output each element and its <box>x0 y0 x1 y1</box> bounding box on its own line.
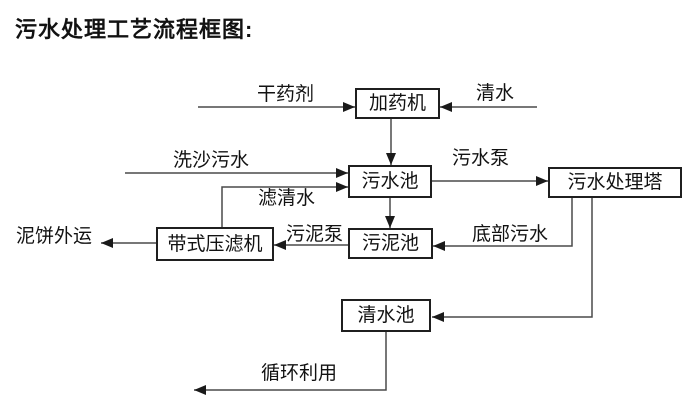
label-filtered-water: 滤清水 <box>258 188 316 209</box>
arrow-filtered-water-to-sewage-pool <box>221 182 348 227</box>
node-clean-water-pool: 清水池 <box>341 299 431 332</box>
label-recycle-use: 循环利用 <box>261 363 338 384</box>
node-sludge-pool: 污泥池 <box>348 228 433 259</box>
arrow-bottom-sewage-to-sludge-pool <box>433 198 573 251</box>
label-mud-cake-out: 泥饼外运 <box>16 226 93 247</box>
arrow-treatment-tower-to-clean-water-pool <box>432 198 593 322</box>
page-title: 污水处理工艺流程框图: <box>15 17 254 42</box>
node-dosing-machine: 加药机 <box>355 88 440 119</box>
node-treatment-tower: 污水处理塔 <box>548 167 682 198</box>
label-sand-washing-sewage: 洗沙污水 <box>173 150 250 171</box>
arrow-clean-water-pool-to-recycle <box>194 332 387 395</box>
label-bottom-sewage: 底部污水 <box>472 224 549 245</box>
node-sewage-pool: 污水池 <box>348 165 432 198</box>
label-sewage-pump: 污水泵 <box>452 148 510 169</box>
node-belt-filter-press: 带式压滤机 <box>156 227 274 261</box>
label-dry-agent: 干药剂 <box>257 84 315 105</box>
label-sludge-pump: 污泥泵 <box>286 224 344 245</box>
label-clean-water: 清水 <box>476 83 515 104</box>
